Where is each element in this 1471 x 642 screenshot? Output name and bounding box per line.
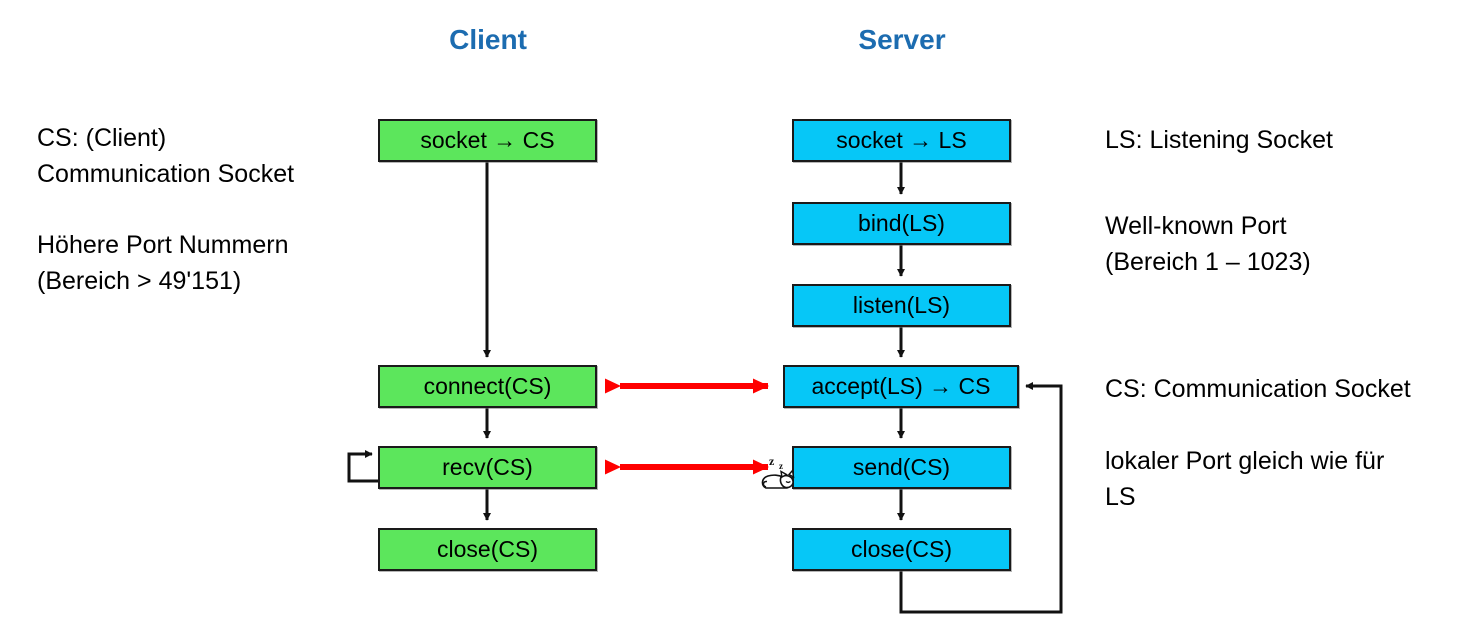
note-server-cs-definition: CS: Communication Socket xyxy=(1105,375,1411,403)
sleeping-cat-icon: z z xyxy=(757,452,803,492)
note-client-cs-definition: CS: (Client) Communication Socket xyxy=(37,124,295,188)
server-accept-loop-arrow xyxy=(899,381,1063,614)
note-server-ls-definition: LS: Listening Socket xyxy=(1105,126,1333,154)
server-step-listen[interactable]: listen(LS) xyxy=(792,284,1011,327)
server-step-accept[interactable]: accept(LS) → CS xyxy=(783,365,1019,408)
note-server-local-port: lokaler Port gleich wie für LS xyxy=(1105,447,1385,511)
note-client-port-range: Höhere Port Nummern (Bereich > 49'151) xyxy=(37,231,289,295)
svg-text:z: z xyxy=(769,454,775,468)
client-recv-loop-arrow xyxy=(347,449,378,483)
server-step-socket[interactable]: socket → LS xyxy=(792,119,1011,162)
client-step-socket[interactable]: socket → CS xyxy=(378,119,597,162)
column-title-server: Server xyxy=(858,24,946,55)
server-step-bind[interactable]: bind(LS) xyxy=(792,202,1011,245)
server-step-close[interactable]: close(CS) xyxy=(792,528,1011,571)
client-step-close[interactable]: close(CS) xyxy=(378,528,597,571)
column-title-client: Client xyxy=(449,24,527,55)
server-step-send[interactable]: send(CS) xyxy=(792,446,1011,489)
client-step-recv[interactable]: recv(CS) xyxy=(378,446,597,489)
note-server-well-known-port: Well-known Port (Bereich 1 – 1023) xyxy=(1105,212,1311,276)
client-step-connect[interactable]: connect(CS) xyxy=(378,365,597,408)
svg-text:z: z xyxy=(779,461,783,471)
